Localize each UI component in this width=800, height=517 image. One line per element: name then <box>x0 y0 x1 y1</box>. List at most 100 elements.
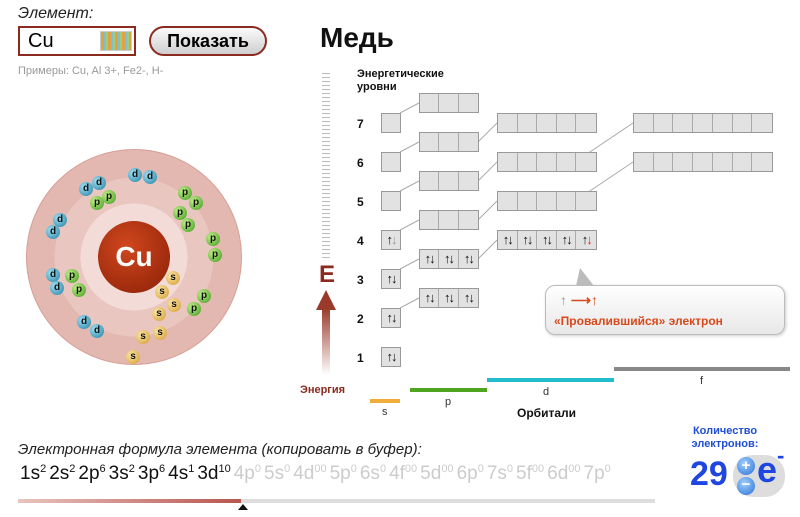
formula-term: 2p6 <box>78 463 106 485</box>
electron-e: e <box>757 449 778 490</box>
s-electron: s <box>152 307 166 321</box>
plus-button[interactable]: + <box>737 457 755 475</box>
s-electron: s <box>166 271 180 285</box>
show-button[interactable]: Показать <box>149 26 267 56</box>
formula-term: 3p6 <box>137 463 166 485</box>
orbital-cell <box>518 114 538 132</box>
orbital-cell <box>576 153 596 171</box>
orbital-cell: ↑↓ <box>386 310 398 325</box>
d-electron: d <box>128 168 142 182</box>
p-orbital-box <box>419 93 479 113</box>
level-label: 7 <box>357 117 364 131</box>
p-orbital-box: ↑↓↑↓↑↓ <box>419 249 479 269</box>
s-orbital-box: ↑↓ <box>381 230 401 250</box>
orbital-cell: ↑↓ <box>386 349 398 364</box>
d-orbital-box <box>497 191 597 211</box>
electron-symbol: + − e - <box>733 443 785 497</box>
orbital-cell <box>733 153 753 171</box>
orbital-cell <box>518 153 538 171</box>
orbital-cell <box>673 153 694 171</box>
orbital-cell <box>518 192 538 210</box>
p-orbital-box <box>419 210 479 230</box>
orbital-cell <box>733 114 753 132</box>
f-orbital-box <box>633 113 773 133</box>
p-electron: p <box>181 218 195 232</box>
p-orbital-box <box>419 171 479 191</box>
callout-pointer <box>576 268 594 286</box>
d-orbital-box: ↑↓↑↓↑↓↑↓↑↓ <box>497 230 597 250</box>
s-label: s <box>382 406 388 418</box>
orbital-cell <box>752 153 772 171</box>
examples-hint: Примеры: Cu, Al 3+, Fe2-, H- <box>18 65 164 77</box>
progress-fill <box>18 499 241 503</box>
minus-button[interactable]: − <box>737 477 755 495</box>
formula-term: 5f00 <box>516 463 545 485</box>
p-electron: p <box>197 289 211 303</box>
formula-term: 3d10 <box>197 463 231 485</box>
orbital-cell <box>557 192 577 210</box>
p-electron: p <box>208 248 222 262</box>
orbital-cell <box>634 114 654 132</box>
f-label: f <box>700 375 704 387</box>
orbital-cell <box>713 114 733 132</box>
formula-term: 7p0 <box>583 463 611 485</box>
energy-letter: E <box>319 261 336 288</box>
d-electron: d <box>79 182 93 196</box>
orbital-cell: ↑↓ <box>439 289 459 307</box>
orbital-cell <box>498 192 518 210</box>
orbital-cell <box>439 172 459 190</box>
orbital-cell <box>439 211 459 229</box>
element-label: Элемент: <box>18 5 94 22</box>
orbital-cell <box>439 94 459 112</box>
s-orbital-box: ↑↓ <box>381 308 401 328</box>
formula-term: 5s0 <box>264 463 291 485</box>
p-electron: p <box>102 190 116 204</box>
formula-term: 4p0 <box>233 463 261 485</box>
p-orbital-bar <box>410 388 487 392</box>
d-electron: d <box>77 315 91 329</box>
levels-title: Энергетические уровни <box>357 68 444 93</box>
orbital-cell <box>459 94 478 112</box>
level-label: 2 <box>357 312 364 326</box>
progress-marker-icon[interactable] <box>238 504 248 510</box>
orbital-cell <box>498 114 518 132</box>
d-label: d <box>543 386 550 398</box>
p-label: p <box>445 396 452 408</box>
orbital-cell: ↑↓ <box>439 250 459 268</box>
orbital-cell <box>557 153 577 171</box>
orbital-cell <box>537 153 557 171</box>
s-orbital-box <box>381 113 401 133</box>
periodic-table-icon[interactable] <box>100 31 132 51</box>
orbital-cell <box>459 211 478 229</box>
orbital-cell: ↑↓ <box>420 289 440 307</box>
formula-label[interactable]: Электронная формула элемента (копировать… <box>18 441 422 458</box>
element-name-title: Медь <box>320 22 394 53</box>
s-electron: s <box>126 350 140 364</box>
s-electron: s <box>155 285 169 299</box>
orbital-cell <box>557 114 577 132</box>
s-electron: s <box>153 326 167 340</box>
f-orbital-box <box>633 152 773 172</box>
orbital-cell: ↑↓ <box>498 231 518 249</box>
level-label: 3 <box>357 273 364 287</box>
orbital-cell: ↑↓ <box>518 231 538 249</box>
formula-term: 7s0 <box>486 463 514 485</box>
p-electron: p <box>187 302 201 316</box>
d-electron: d <box>46 225 60 239</box>
formula-progress <box>18 499 655 503</box>
formula-term: 6p0 <box>456 463 484 485</box>
s-orbital-box <box>381 191 401 211</box>
d-electron: d <box>50 281 64 295</box>
orbital-cell <box>693 153 713 171</box>
orbital-cell: ↑↓ <box>581 232 593 247</box>
formula-term: 5d00 <box>420 463 454 485</box>
orbital-cell <box>673 114 694 132</box>
formula-term: 6d00 <box>547 463 581 485</box>
d-electron: d <box>53 213 67 227</box>
orbital-cell <box>576 114 596 132</box>
level-label: 5 <box>357 195 364 209</box>
p-electron: p <box>189 196 203 210</box>
orbital-cell <box>654 114 674 132</box>
d-orbital-bar <box>487 378 614 382</box>
